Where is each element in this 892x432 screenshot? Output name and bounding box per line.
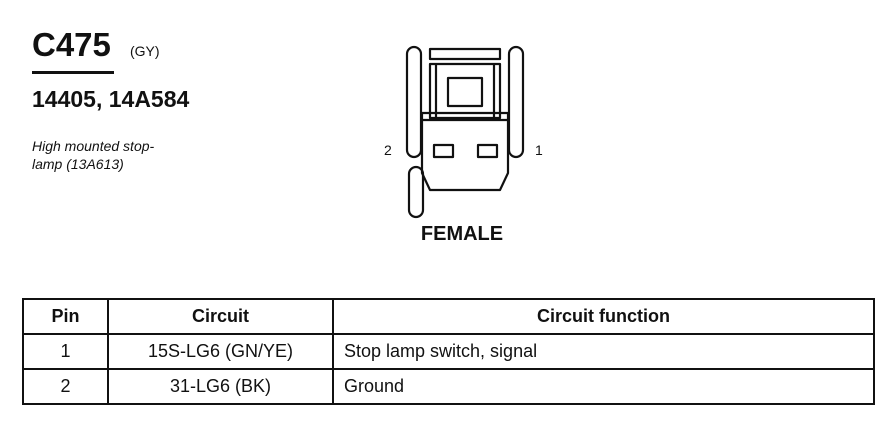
row-function: Ground [332, 368, 875, 405]
pin-1-label: 1 [535, 142, 543, 158]
header-circuit: Circuit [107, 298, 334, 335]
pin-2-label: 2 [384, 142, 392, 158]
lower-left-latch [407, 165, 425, 219]
connector-face-diagram: 2 1 FEMALE [384, 45, 543, 245]
right-latch-arm [507, 45, 525, 159]
lock-tab [428, 62, 502, 120]
row-function: Stop lamp switch, signal [332, 333, 875, 370]
row-pin: 2 [22, 368, 109, 405]
header-pin: Pin [22, 298, 109, 335]
part-numbers: 14405, 14A584 [32, 86, 190, 112]
top-cap [428, 47, 502, 61]
connector-color-code: (GY) [130, 43, 160, 59]
connector-description: High mounted stop- lamp (13A613) [32, 137, 222, 173]
lock-window [446, 76, 484, 108]
left-latch-arm [405, 45, 423, 159]
header-function: Circuit function [332, 298, 875, 335]
description-line-1: High mounted stop- [32, 138, 155, 154]
description-line-2: lamp (13A613) [32, 156, 124, 172]
connector-id-underline [32, 71, 114, 74]
connector-id: C475 [32, 26, 111, 63]
row-pin: 1 [22, 333, 109, 370]
table-header-row: Pin Circuit Circuit function [22, 298, 875, 335]
pin-1-cavity [476, 143, 499, 159]
row-circuit: 31-LG6 (BK) [107, 368, 334, 405]
row-circuit: 15S-LG6 (GN/YE) [107, 333, 334, 370]
table-row: 1 15S-LG6 (GN/YE) Stop lamp switch, sign… [22, 333, 875, 370]
pin-table: Pin Circuit Circuit function 1 15S-LG6 (… [22, 298, 875, 405]
table-row: 2 31-LG6 (BK) Ground [22, 368, 875, 405]
pin-2-cavity [432, 143, 455, 159]
gender-label: FEMALE [421, 223, 503, 245]
